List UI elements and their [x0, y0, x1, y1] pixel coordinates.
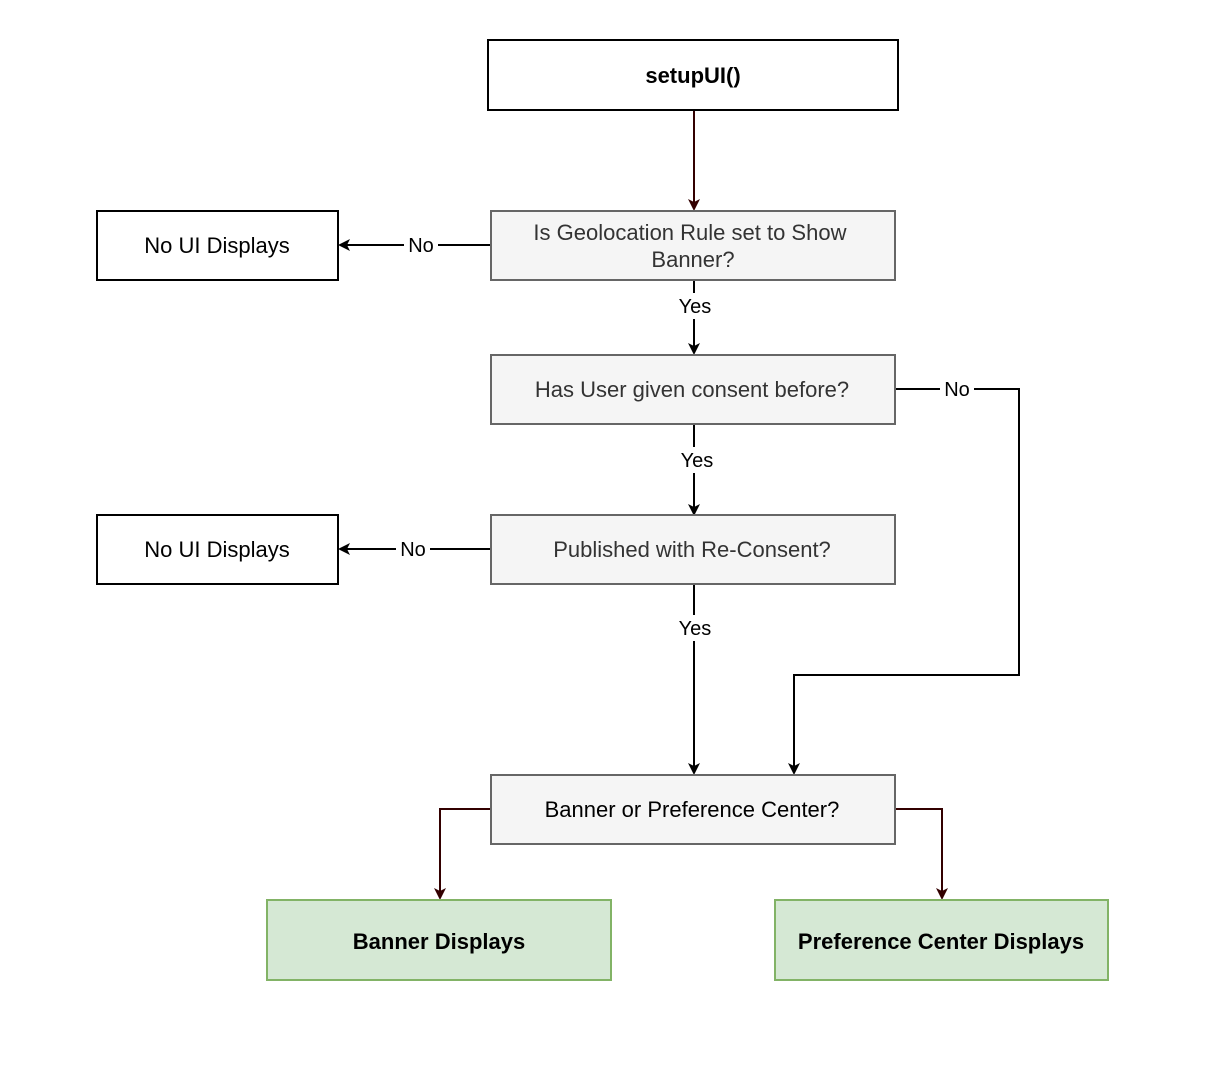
no-ui-node-1-label: No UI Displays	[144, 233, 289, 258]
consent-decision-node: Has User given consent before?	[490, 354, 896, 425]
pc-displays-label: Preference Center Displays	[798, 929, 1084, 954]
banner-displays-node: Banner Displays	[266, 899, 612, 981]
start-node-label: setupUI()	[645, 63, 740, 88]
geolocation-decision-label: Is Geolocation Rule set to Show Banner?	[533, 220, 852, 272]
edge-label-geo-no: No	[408, 235, 434, 257]
banner-or-pc-decision-label: Banner or Preference Center?	[545, 797, 840, 822]
pc-displays-node: Preference Center Displays	[774, 899, 1109, 981]
reconsent-decision-label: Published with Re-Consent?	[553, 537, 831, 562]
edge-label-geo-yes: Yes	[679, 296, 712, 318]
edge-label-consent-yes: Yes	[681, 450, 714, 472]
banner-displays-label: Banner Displays	[353, 929, 525, 954]
no-ui-node-2-label: No UI Displays	[144, 537, 289, 562]
edge-label-reconsent-yes: Yes	[679, 618, 712, 640]
geolocation-decision-node: Is Geolocation Rule set to Show Banner?	[490, 210, 896, 281]
reconsent-decision-node: Published with Re-Consent?	[490, 514, 896, 585]
start-node: setupUI()	[487, 39, 899, 111]
consent-decision-label: Has User given consent before?	[535, 377, 849, 402]
edge-to-banner-displays	[434, 808, 491, 900]
edge-to-pc-displays	[895, 808, 948, 900]
edge-label-reconsent-no: No	[400, 539, 426, 561]
edge-consent-no	[788, 388, 1020, 775]
banner-or-pc-decision-node: Banner or Preference Center?	[490, 774, 896, 845]
no-ui-node-2: No UI Displays	[96, 514, 339, 585]
no-ui-node-1: No UI Displays	[96, 210, 339, 281]
edge-label-consent-no: No	[944, 379, 970, 401]
